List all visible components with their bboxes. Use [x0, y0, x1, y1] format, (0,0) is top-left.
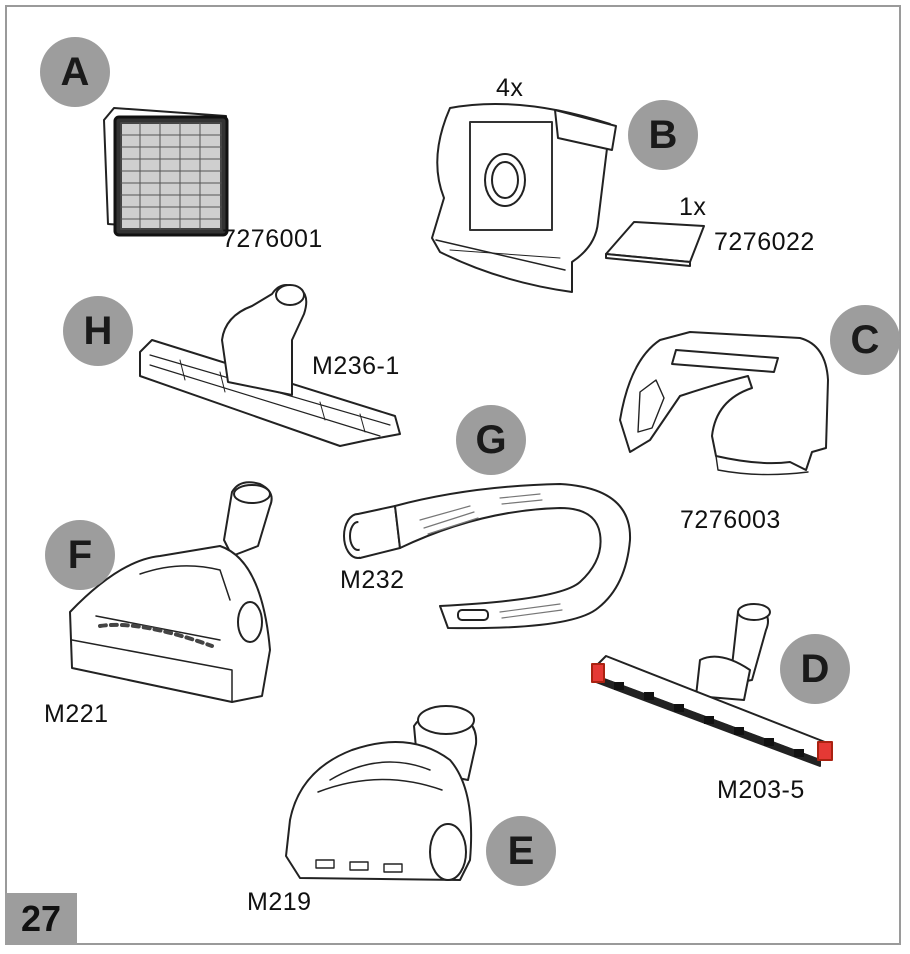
badge-d: D — [780, 634, 850, 704]
label-part-g: M232 — [340, 566, 405, 594]
badge-h: H — [63, 296, 133, 366]
nozzle-h-drawing — [139, 284, 401, 447]
label-qty-bags: 4x — [496, 74, 524, 102]
flex-hose-g-drawing — [343, 483, 632, 630]
turbo-brush-f-drawing — [69, 481, 273, 703]
label-part-b: 7276022 — [714, 228, 815, 256]
parquet-nozzle-d-drawing — [591, 603, 833, 767]
cover-c-drawing — [619, 331, 829, 476]
dust-bag-b-drawing — [431, 102, 705, 293]
mini-turbo-e-drawing — [285, 705, 478, 881]
label-qty-sheet: 1x — [679, 193, 707, 221]
label-part-d: M203-5 — [717, 776, 805, 804]
badge-c: C — [830, 305, 900, 375]
badge-f: F — [45, 520, 115, 590]
filter-a-drawing — [103, 107, 229, 237]
label-part-a: 7276001 — [222, 225, 323, 253]
page-frame — [5, 5, 901, 945]
label-part-f: M221 — [44, 700, 109, 728]
page-number: 27 — [5, 893, 77, 945]
badge-a: A — [40, 37, 110, 107]
label-part-e: M219 — [247, 888, 312, 916]
badge-b: B — [628, 100, 698, 170]
label-part-c: 7276003 — [680, 506, 781, 534]
badge-e: E — [486, 816, 556, 886]
label-part-h: M236-1 — [312, 352, 400, 380]
badge-g: G — [456, 405, 526, 475]
